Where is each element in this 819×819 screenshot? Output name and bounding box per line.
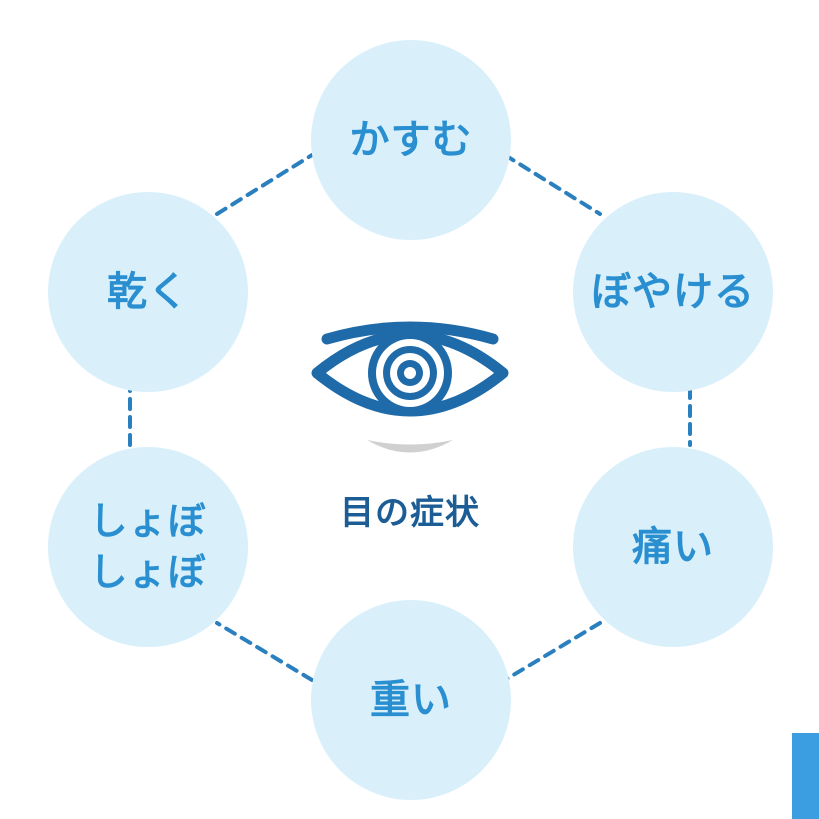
symptom-node-omoi: 重い [311,600,511,800]
symptom-label: かすむ [349,117,473,163]
symptom-label: 乾く [107,269,189,315]
symptom-node-boyakeru: ぼやける [573,192,773,392]
eye-shadow [367,440,453,453]
symptom-node-shoboshobo: しょぼ しょぼ [48,447,248,647]
connector-kawaku-kasumu [215,153,314,216]
eye-icon [305,315,515,465]
center-title: 目の症状 [340,493,480,533]
symptom-node-kawaku: 乾く [48,192,248,392]
connector-kasumu-boyakeru [503,153,602,216]
corner-tab [792,733,819,819]
symptom-node-itai: 痛い [573,447,773,647]
eye-outline [311,329,509,417]
symptom-node-kasumu: かすむ [311,40,511,240]
symptom-label: 重い [370,677,452,723]
symptom-label: しょぼ しょぼ [89,498,207,594]
symptom-label: 痛い [632,524,714,570]
symptom-label: ぼやける [591,269,755,315]
connector-omoi-shobo [215,621,314,682]
connector-itai-omoi [503,621,602,682]
